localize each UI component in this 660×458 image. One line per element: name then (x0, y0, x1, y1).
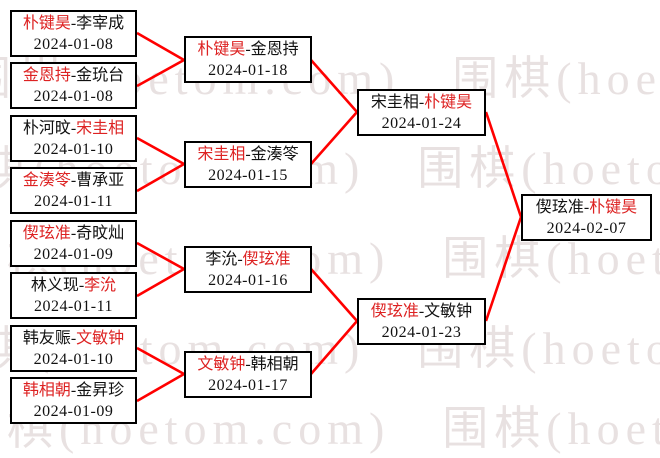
player-name: 曹承亚 (76, 171, 125, 189)
player-name: 金湊笭 (22, 171, 71, 189)
match-result: 金恩持-金玧台 (23, 65, 124, 86)
separator: - (70, 14, 77, 32)
match-box-r1-2: 金恩持-金玧台 2024-01-08 (10, 62, 137, 109)
separator: - (78, 276, 85, 294)
match-box-r2-4: 文敏钟-韩相朝 2024-01-17 (184, 351, 312, 398)
separator: - (245, 355, 251, 373)
separator: - (70, 66, 77, 84)
match-box-r1-4: 金湊笭-曹承亚 2024-01-11 (10, 167, 137, 214)
match-box-r2-3: 李沇-偰玹准 2024-01-16 (184, 246, 312, 293)
player-name: 宋圭相 (76, 119, 125, 137)
match-result: 宋圭相-朴键昊 (371, 92, 472, 113)
match-result: 朴键昊-李宰成 (23, 13, 124, 34)
player-name: 偰玹准 (22, 224, 71, 242)
player-name: 文敏钟 (424, 302, 473, 320)
separator: - (70, 171, 77, 189)
player-name: 金恩持 (22, 66, 71, 84)
separator: - (70, 329, 77, 347)
player-name: 文敏钟 (76, 329, 125, 347)
player-name: 韩相朝 (22, 381, 71, 399)
match-date: 2024-01-08 (33, 87, 114, 105)
match-date: 2024-01-08 (33, 35, 114, 53)
separator: - (583, 198, 590, 216)
match-box-r1-3: 朴河旼-宋圭相 2024-01-10 (10, 115, 137, 162)
player-name: 朴键昊 (424, 93, 473, 111)
player-name: 金恩持 (250, 40, 299, 58)
match-box-r1-1: 朴键昊-李宰成 2024-01-08 (10, 10, 137, 57)
player-name: 韩友赈 (22, 329, 71, 347)
match-box-r1-7: 韩友赈-文敏钟 2024-01-10 (10, 325, 137, 372)
match-date: 2024-01-17 (208, 376, 288, 394)
separator: - (245, 40, 251, 58)
separator: - (418, 93, 425, 111)
match-result: 宋圭相-金湊笭 (197, 144, 298, 165)
match-box-sf-1: 宋圭相-朴键昊 2024-01-24 (357, 89, 486, 136)
match-date: 2024-01-11 (33, 192, 114, 210)
match-date: 2024-02-07 (546, 219, 627, 237)
separator: - (70, 119, 77, 137)
match-date: 2024-01-10 (33, 140, 114, 158)
separator: - (70, 381, 77, 399)
bracket-lines (136, 31, 523, 403)
player-name: 林义现 (30, 276, 79, 294)
match-box-r1-5: 偰玹准-奇旼灿 2024-01-09 (10, 220, 137, 267)
player-name: 宋圭相 (197, 145, 246, 163)
player-name: 李宰成 (76, 14, 125, 32)
match-date: 2024-01-11 (33, 297, 114, 315)
player-name: 金昇珍 (76, 381, 125, 399)
player-name: 宋圭相 (370, 93, 419, 111)
player-name: 李沇 (84, 276, 117, 294)
player-name: 偰玹准 (370, 302, 419, 320)
player-name: 朴键昊 (22, 14, 71, 32)
match-result: 文敏钟-韩相朝 (197, 354, 298, 375)
match-result: 偰玹准-文敏钟 (371, 301, 472, 322)
player-name: 朴键昊 (589, 198, 638, 216)
match-box-r2-1: 朴键昊-金恩持 2024-01-18 (184, 36, 312, 83)
match-box-sf-2: 偰玹准-文敏钟 2024-01-23 (357, 298, 486, 345)
match-result: 金湊笭-曹承亚 (23, 170, 124, 191)
match-result: 韩友赈-文敏钟 (23, 328, 124, 349)
match-date: 2024-01-09 (33, 402, 114, 420)
match-result: 韩相朝-金昇珍 (23, 380, 124, 401)
player-name: 朴河旼 (22, 119, 71, 137)
player-name: 奇旼灿 (76, 224, 125, 242)
match-box-r1-8: 韩相朝-金昇珍 2024-01-09 (10, 377, 137, 424)
match-box-r2-2: 宋圭相-金湊笭 2024-01-15 (184, 141, 312, 188)
match-result: 李沇-偰玹准 (205, 249, 290, 270)
player-name: 金湊笭 (250, 145, 299, 163)
match-date: 2024-01-15 (208, 166, 288, 184)
separator: - (418, 302, 425, 320)
match-box-r1-6: 林义现-李沇 2024-01-11 (10, 272, 137, 319)
separator: - (237, 250, 243, 268)
player-name: 李沇 (205, 250, 238, 268)
match-date: 2024-01-23 (381, 323, 462, 341)
match-date: 2024-01-18 (208, 61, 288, 79)
separator: - (245, 145, 251, 163)
match-result: 朴键昊-金恩持 (197, 39, 298, 60)
player-name: 韩相朝 (250, 355, 299, 373)
player-name: 偰玹准 (535, 198, 584, 216)
player-name: 朴键昊 (197, 40, 246, 58)
match-date: 2024-01-09 (33, 245, 114, 263)
match-result: 偰玹准-奇旼灿 (23, 223, 124, 244)
player-name: 金玧台 (76, 66, 125, 84)
match-result: 偰玹准-朴键昊 (536, 197, 637, 218)
match-date: 2024-01-24 (381, 114, 462, 132)
match-date: 2024-01-10 (33, 350, 114, 368)
match-result: 朴河旼-宋圭相 (23, 118, 124, 139)
match-date: 2024-01-16 (208, 271, 288, 289)
player-name: 文敏钟 (197, 355, 246, 373)
tournament-bracket: 围棋(hoetom.com) 围棋(hoetom.com) 围棋(hoetom.… (0, 10, 660, 454)
separator: - (70, 224, 77, 242)
match-box-final: 偰玹准-朴键昊 2024-02-07 (521, 194, 652, 241)
match-result: 林义现-李沇 (31, 275, 116, 296)
player-name: 偰玹准 (242, 250, 291, 268)
